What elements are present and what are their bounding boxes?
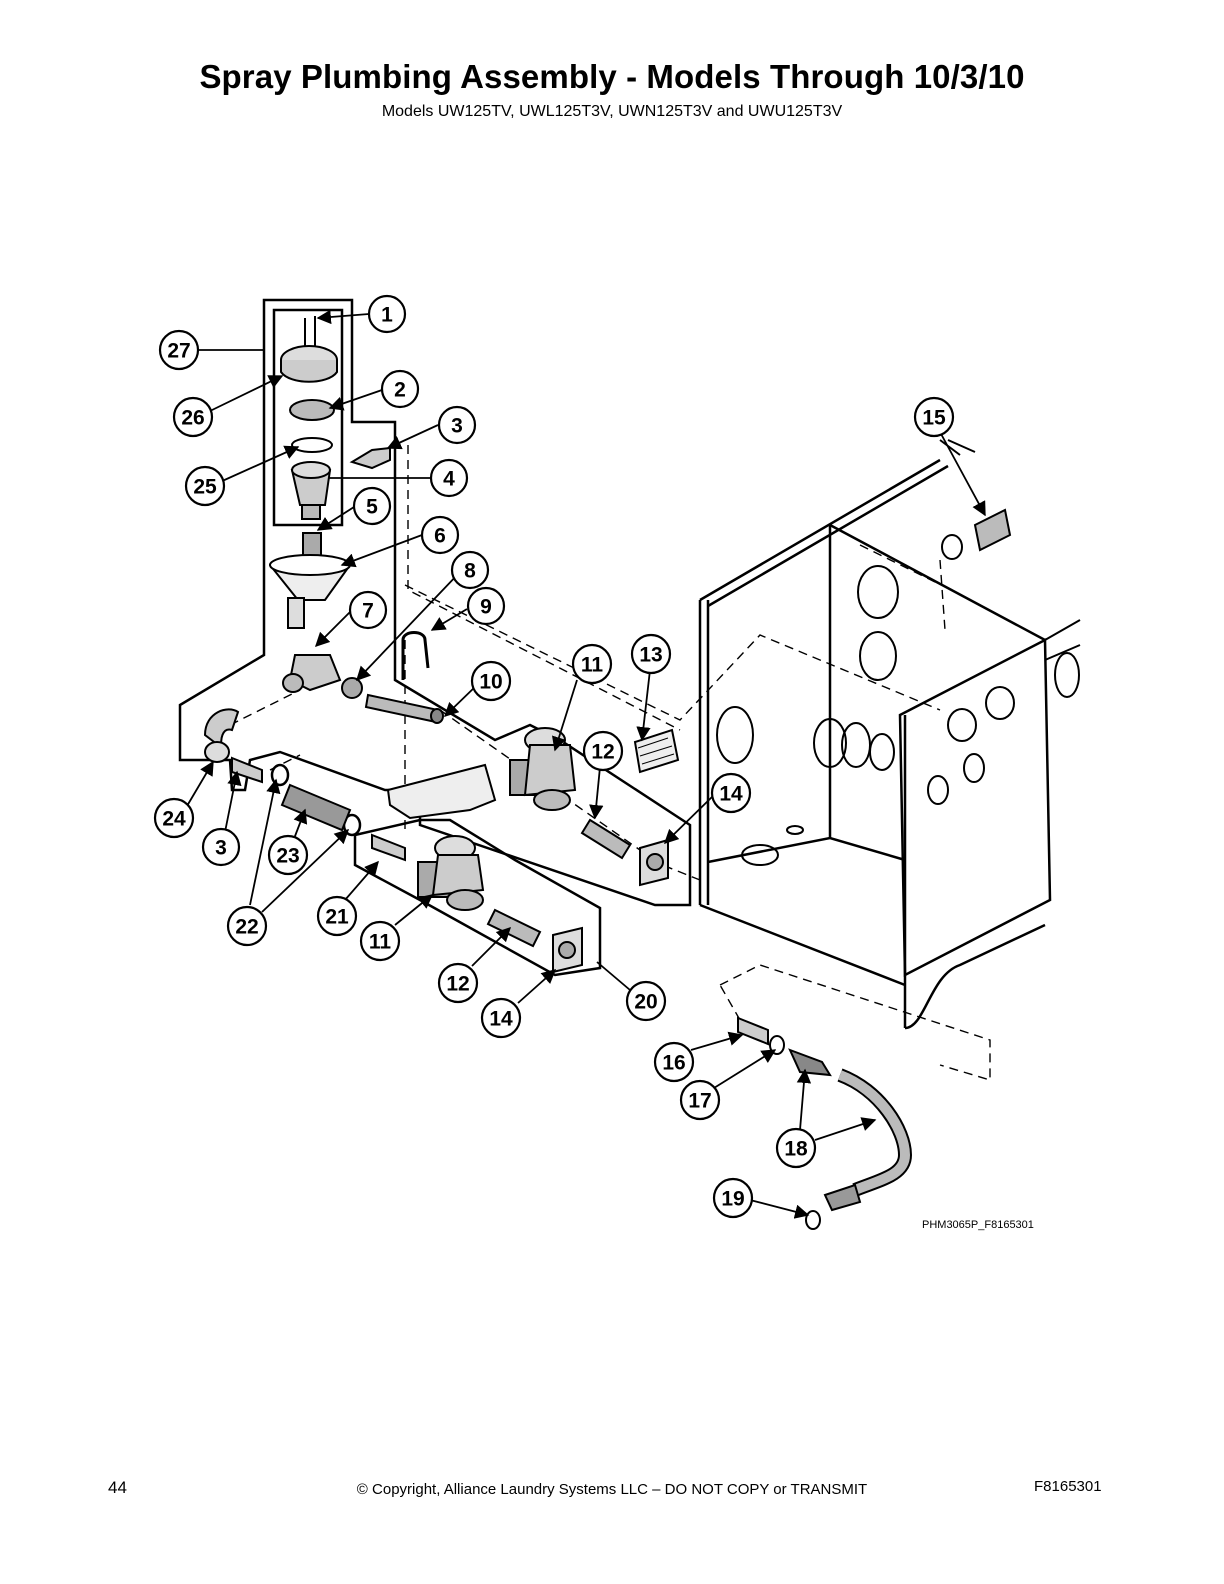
callout-labels: 1 2 3 4 5 6 7 8 9 10 11 12 13 14 15 27 2… — [162, 304, 946, 1211]
callout-3: 3 — [451, 415, 463, 438]
callout-circles — [153, 294, 955, 1219]
callout-8: 8 — [464, 560, 476, 583]
callout-26: 26 — [181, 407, 204, 430]
callout-20: 20 — [634, 991, 657, 1014]
parts — [203, 316, 1012, 1230]
callout-18: 18 — [784, 1138, 808, 1161]
callout-12-lower: 12 — [446, 973, 469, 996]
callout-10: 10 — [479, 671, 502, 694]
callout-3-lower: 3 — [215, 837, 227, 860]
leader-lines — [186, 309, 986, 1219]
callout-12-upper: 12 — [591, 741, 614, 764]
callout-4: 4 — [443, 468, 455, 491]
cabinet-frame — [698, 439, 1081, 1030]
callout-16: 16 — [662, 1052, 685, 1075]
document-number: F8165301 — [1034, 1478, 1102, 1495]
callout-19: 19 — [721, 1188, 744, 1211]
callout-5: 5 — [366, 496, 378, 519]
callout-22: 22 — [235, 916, 258, 939]
callout-27: 27 — [167, 340, 190, 363]
callout-11-lower: 11 — [369, 931, 392, 954]
callout-13: 13 — [639, 644, 662, 667]
callout-6: 6 — [434, 525, 446, 548]
callout-25: 25 — [193, 476, 217, 499]
page-number: 44 — [108, 1478, 127, 1497]
cabinet-holes — [716, 565, 1080, 866]
callout-9: 9 — [480, 596, 492, 619]
figure-id: PHM3065P_F8165301 — [922, 1219, 1034, 1231]
callout-23: 23 — [276, 845, 299, 868]
callout-15: 15 — [922, 407, 946, 430]
copyright-notice: © Copyright, Alliance Laundry Systems LL… — [356, 1481, 868, 1498]
callout-17: 17 — [688, 1090, 711, 1113]
callout-21: 21 — [325, 906, 349, 929]
callout-24: 24 — [162, 808, 186, 831]
callout-1: 1 — [381, 304, 393, 327]
callout-11-upper: 11 — [581, 654, 604, 677]
page-subtitle: Models UW125TV, UWL125T3V, UWN125T3V and… — [381, 103, 843, 120]
page-title: Spray Plumbing Assembly - Models Through… — [199, 58, 1025, 95]
callout-14-lower: 14 — [489, 1008, 513, 1031]
callout-14-upper: 14 — [719, 783, 743, 806]
callout-2: 2 — [394, 379, 406, 402]
callout-7: 7 — [362, 600, 374, 623]
